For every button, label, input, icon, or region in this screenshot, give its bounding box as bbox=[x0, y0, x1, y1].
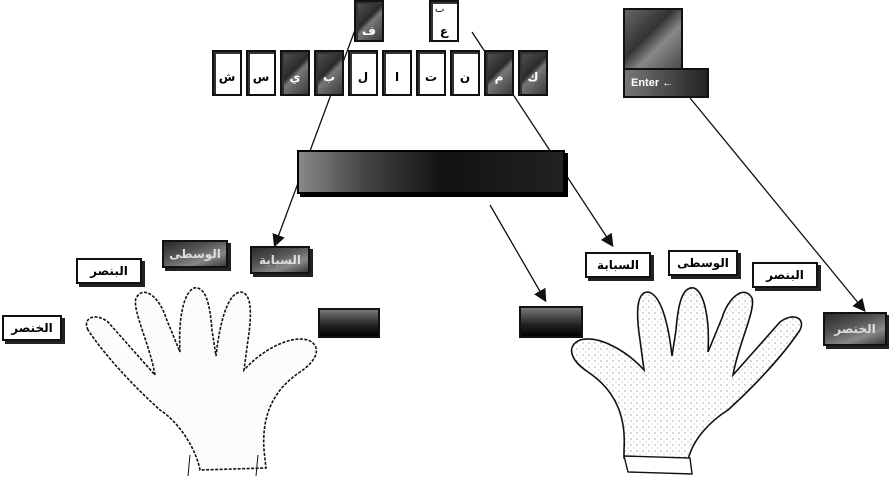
left-index-label: السبابة bbox=[250, 246, 310, 274]
right-hand bbox=[570, 287, 803, 461]
key-sin: س bbox=[246, 50, 276, 96]
left-middle-label: الوسطى bbox=[162, 240, 228, 268]
right-pinky-label: الخنصر bbox=[823, 312, 887, 346]
center-banner bbox=[297, 150, 565, 194]
right-ring-label: البنصر bbox=[752, 262, 818, 288]
key-f: ف bbox=[354, 0, 384, 42]
key-mim: م bbox=[484, 50, 514, 96]
line-banner-to-right-thumb bbox=[489, 204, 547, 303]
key-shin: ش bbox=[212, 50, 242, 96]
key-ain-bump: ٮ bbox=[435, 4, 445, 15]
enter-key-label: Enter ← bbox=[623, 68, 709, 98]
right-middle-label: الوسطى bbox=[668, 250, 738, 276]
enter-key: Enter ← bbox=[623, 8, 709, 100]
left-hand bbox=[85, 287, 318, 471]
enter-key-upper bbox=[623, 8, 683, 74]
key-ba: ب bbox=[314, 50, 344, 96]
key-nun: ن bbox=[450, 50, 480, 96]
key-ya: ي bbox=[280, 50, 310, 96]
right-thumb-label bbox=[519, 306, 583, 338]
line-enter-to-right-pinky bbox=[689, 97, 866, 313]
left-pinky-label: الخنصر bbox=[2, 315, 62, 341]
left-ring-label: البنصر bbox=[76, 258, 142, 284]
key-ta: ت bbox=[416, 50, 446, 96]
key-kaf: ك bbox=[518, 50, 548, 96]
key-lam: ل bbox=[348, 50, 378, 96]
right-index-label: السبابة bbox=[585, 252, 651, 278]
key-alif: ا bbox=[382, 50, 412, 96]
key-ain: ٮ ع bbox=[429, 0, 459, 42]
right-cuff bbox=[623, 455, 693, 475]
left-thumb-label bbox=[318, 308, 380, 338]
